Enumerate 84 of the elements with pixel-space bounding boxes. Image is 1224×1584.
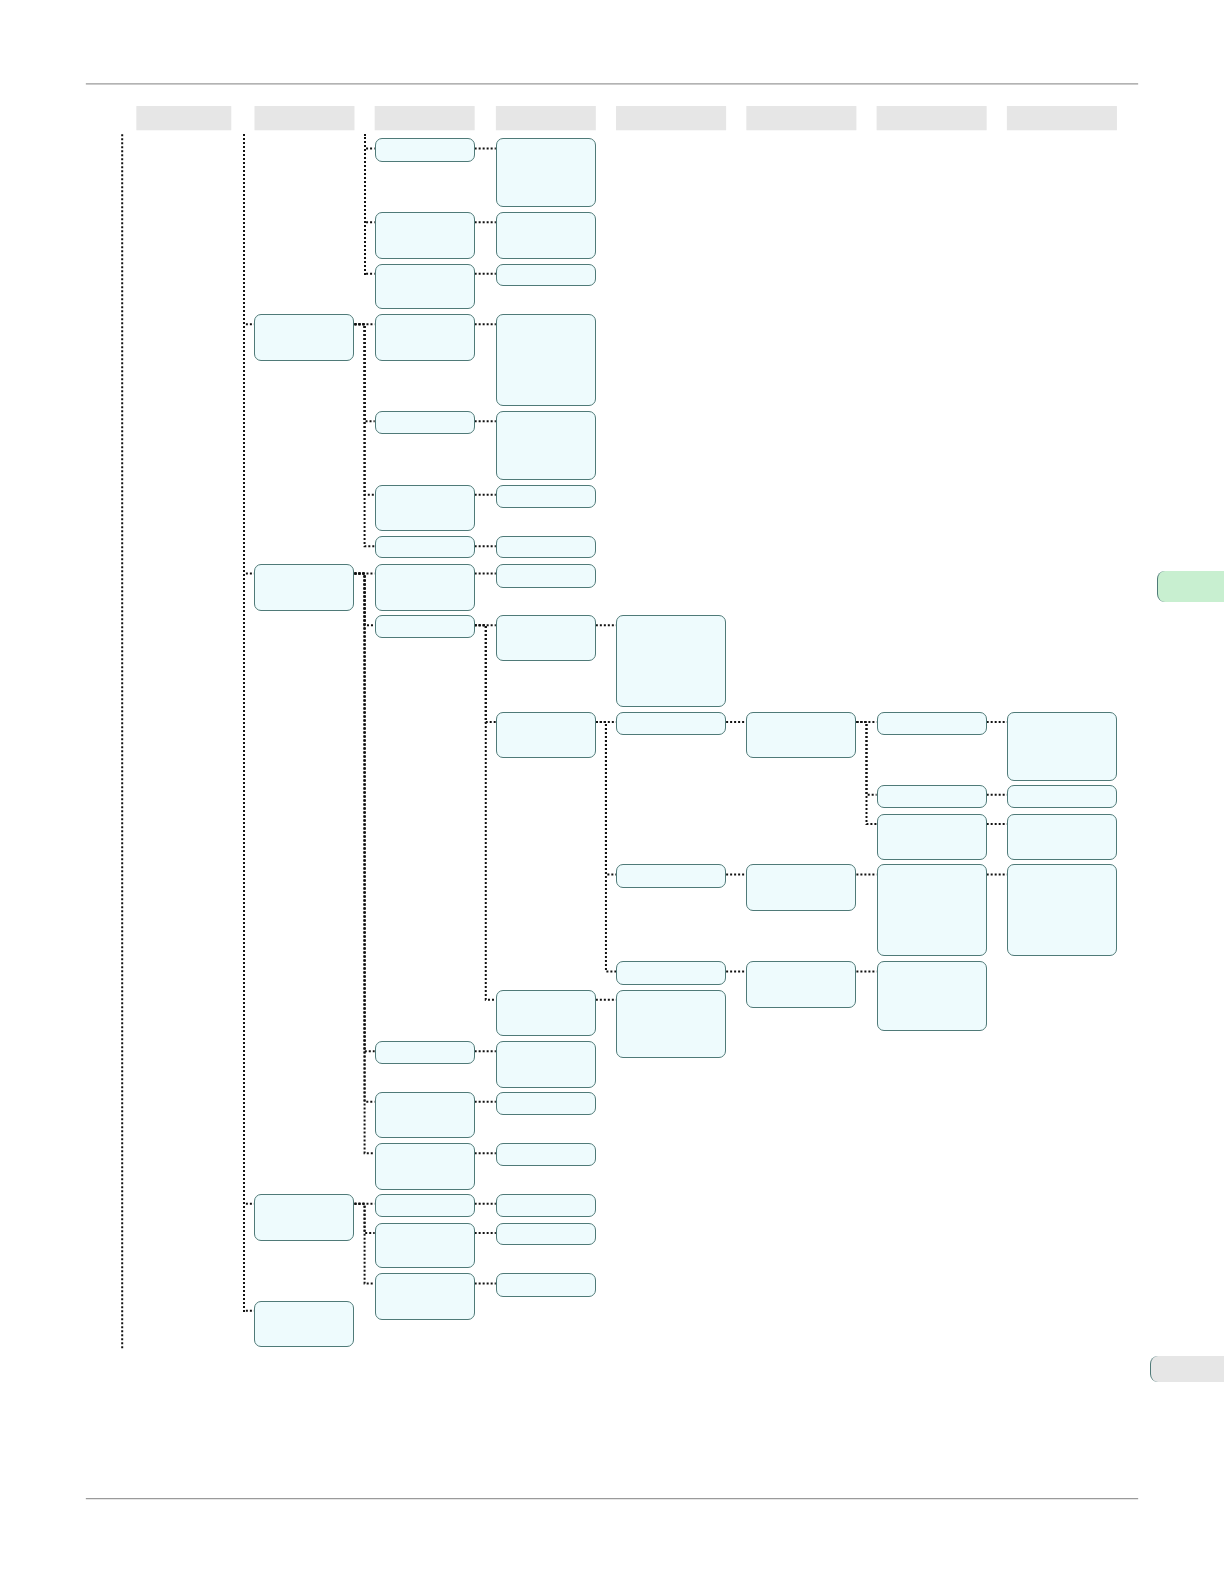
empty-box (495, 484, 596, 508)
empty-box (495, 411, 596, 480)
dotted-connector (353, 1202, 376, 1285)
empty-box (495, 1143, 596, 1167)
empty-box (616, 615, 727, 707)
empty-box (495, 1091, 596, 1115)
dotted-connector (855, 970, 878, 973)
dotted-connector (473, 1050, 497, 1053)
empty-box (374, 1041, 475, 1065)
dotted-connector (473, 1100, 497, 1103)
empty-box (495, 1041, 596, 1088)
empty-box (374, 212, 475, 259)
dotted-connector (473, 221, 497, 224)
empty-box (876, 711, 987, 736)
empty-box (254, 314, 355, 361)
dotted-connector (473, 147, 497, 150)
empty-box (616, 864, 727, 888)
empty-box (495, 563, 596, 588)
empty-box (374, 1273, 475, 1320)
empty-box (495, 536, 596, 559)
empty-box (876, 784, 987, 808)
empty-box (495, 1273, 596, 1297)
dotted-bus-line (363, 134, 367, 275)
dotted-connector (855, 873, 878, 876)
dotted-connector (473, 545, 497, 548)
dotted-connector (473, 1152, 497, 1155)
empty-box (374, 563, 475, 611)
empty-box (746, 961, 857, 1008)
dotted-connector (473, 1232, 497, 1235)
empty-box (374, 263, 475, 309)
empty-box (374, 1091, 475, 1139)
empty-box (1006, 864, 1117, 957)
empty-box (746, 864, 857, 911)
empty-box (495, 615, 596, 662)
empty-box (374, 1223, 475, 1269)
side-tab (1150, 1356, 1224, 1382)
dotted-connector (365, 272, 376, 275)
dotted-connector (855, 721, 878, 826)
dotted-connector (473, 323, 497, 326)
dotted-connector (473, 1202, 497, 1205)
side-tab (1157, 570, 1224, 602)
empty-box (746, 711, 857, 759)
empty-box (254, 1193, 355, 1242)
empty-box (374, 411, 475, 435)
empty-box (616, 961, 727, 985)
empty-box (495, 1223, 596, 1246)
dotted-bus-line (243, 134, 246, 1312)
dotted-connector (473, 272, 497, 275)
empty-box (495, 989, 596, 1037)
empty-box (495, 1193, 596, 1217)
empty-box (374, 1143, 475, 1190)
empty-box (374, 484, 475, 532)
empty-box (254, 563, 355, 611)
empty-box (495, 263, 596, 286)
empty-box (374, 536, 475, 559)
dotted-connector (473, 572, 497, 575)
empty-box (495, 138, 596, 207)
empty-box (876, 813, 987, 861)
empty-box (374, 138, 475, 162)
dotted-connector (365, 221, 376, 224)
dotted-connector (473, 493, 497, 496)
empty-box (374, 615, 475, 639)
dotted-connector (353, 323, 376, 548)
empty-box (254, 1300, 355, 1348)
empty-box (495, 212, 596, 259)
empty-box (616, 711, 727, 736)
dotted-connector (365, 147, 376, 150)
dotted-connector (473, 1282, 497, 1285)
empty-box (616, 989, 727, 1059)
empty-box (374, 314, 475, 361)
dotted-connector (985, 721, 1008, 724)
empty-box (495, 314, 596, 406)
empty-box (1006, 813, 1117, 861)
dotted-connector (985, 793, 1008, 796)
dotted-connector (985, 873, 1008, 876)
empty-box (1006, 711, 1117, 781)
empty-box (1006, 784, 1117, 808)
empty-box (876, 961, 987, 1032)
dotted-connector (985, 823, 1008, 826)
dotted-connector (473, 420, 497, 423)
empty-box (374, 1193, 475, 1217)
empty-box (876, 864, 987, 957)
dotted-connector (473, 624, 497, 1001)
empty-box (495, 711, 596, 759)
